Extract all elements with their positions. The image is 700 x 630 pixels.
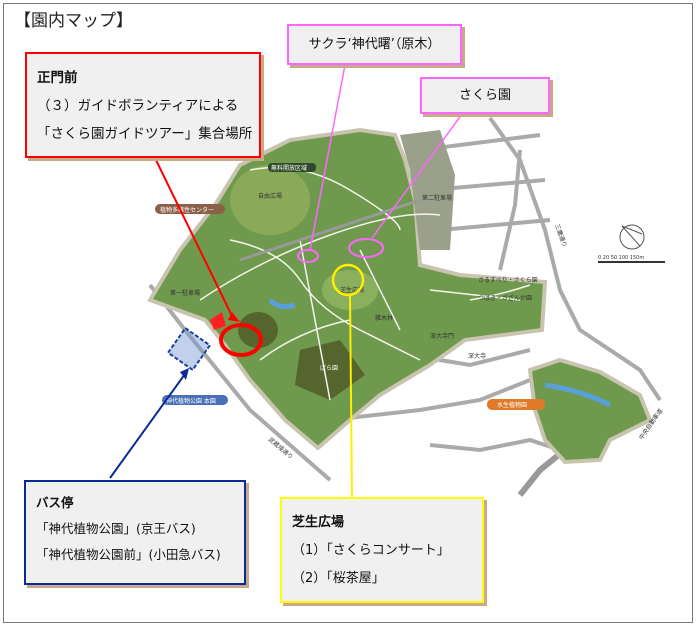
main-park-badge [162,395,228,405]
central-road [239,198,421,262]
compass-icon [619,224,645,250]
akebono-label: サクラ‘神代曙’（原木） [308,37,441,52]
parking-area [400,130,455,250]
main-gate-heading: 正門前 [37,70,78,86]
rose-garden-label: ばら園 [320,364,338,372]
free-area-label: 無料開放区域 [271,164,307,172]
main-park-label: 神代植物公園 本園 [166,397,216,405]
sakura-en-circle [348,238,384,258]
akebono-circle [297,249,319,263]
shibafu-map-label: 芝生広場 [340,286,364,294]
blue-arrowhead [180,368,189,380]
shibafu-pointer [349,295,353,498]
free-plaza-label: 自由広場 [258,192,282,200]
main-gate-circle [219,323,263,357]
scale-label: 0 20 50 100 150m [598,255,644,261]
shibafu-line1: （1）「さくらコンサート」 [292,543,450,558]
pond [268,298,296,310]
parking2-label: 第二駐車場 [422,194,452,202]
sakura-en-callout: さくら園 [420,77,550,114]
bus-stop-heading: バス停 [36,495,74,510]
zoki-label: 雑木林 [375,314,393,322]
map-frame [3,3,693,623]
shibafu-circle [331,263,365,297]
parking1-label: 第一駐車場 [170,289,200,297]
akebono-pointer [309,64,346,251]
stream [544,382,612,408]
sakura-en-pointer [371,113,463,239]
annotations [109,64,463,498]
page-title: 【園内マップ】 [14,11,133,31]
free-plaza [230,165,310,235]
aquatic-garden-label: 水生植物園 [497,401,527,409]
jindaiji-label: 深大寺 [468,352,486,360]
free-area-badge [268,163,316,172]
bus-stop-callout: バス停 「神代植物公園」(京王バス) 「神代植物公園前」(小田急バス) [24,480,246,585]
bus-stop-line2: 「神代植物公園前」(小田急バス) [36,547,221,562]
main-gate-callout: 正門前 （３）ガイドボランティアによる 「さくら園ガイドツアー」集合場所 [25,52,261,158]
main-gate-line1: （３）ガイドボランティアによる [37,98,239,114]
jindaiji-gate-label: 深大寺門 [430,332,454,340]
diversity-center-badge [155,204,225,214]
red-arrowhead [228,312,240,322]
bus-stop-pointer [109,373,186,479]
sakura-en-label: さくら園 [458,88,511,103]
akebono-callout: サクラ‘神代曙’（原木） [287,24,462,65]
sarusuberi-label: さるすべり・さくら園 [478,277,538,284]
shibafu-heading: 芝生広場 [292,515,345,530]
main-gate-marker [210,312,226,330]
aquatic-garden-badge [487,399,545,410]
tsubaki-label: つばき・さざんか園 [478,294,532,302]
shibafu-callout: 芝生広場 （1）「さくらコンサート」 （2）「桜茶屋」 [280,497,484,603]
bus-stop-line1: 「神代植物公園」(京王バス) [36,521,196,536]
shibafu-line2: （2）「桜茶屋」 [292,571,385,586]
main-gate-pointer [154,157,234,319]
main-gate-line2: 「さくら園ガイドツアー」集合場所 [37,126,253,142]
mitaka-street-label: 三鷹通り [553,223,569,248]
bus-stop-box [166,326,212,372]
rose-garden [295,340,365,400]
diversity-center-label: 植物多様性センター [160,206,214,214]
